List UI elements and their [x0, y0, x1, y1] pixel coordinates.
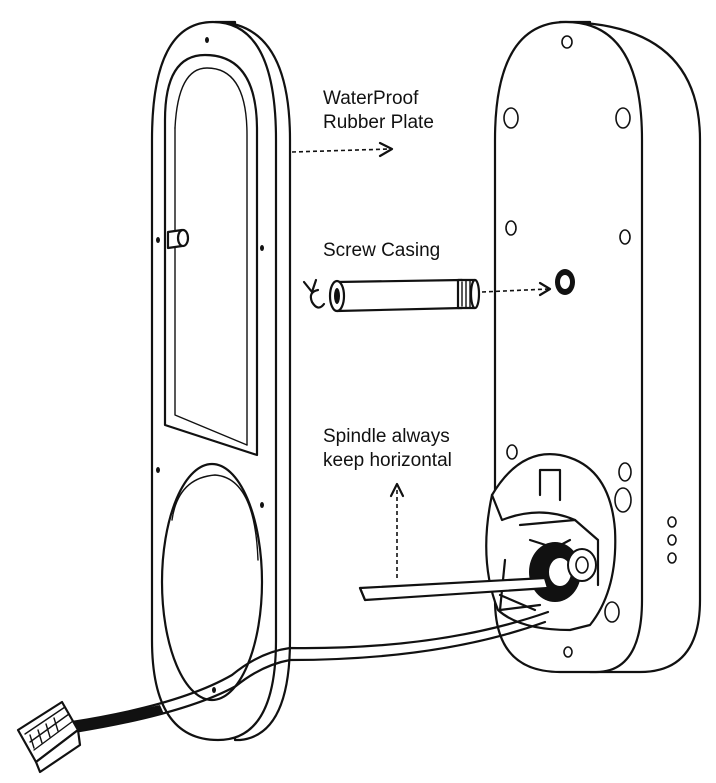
rubber-plate-frame	[150, 20, 292, 742]
spindle-arrow	[389, 482, 405, 578]
cable-connector	[16, 700, 82, 774]
frame-stud	[166, 228, 190, 250]
clutch-mechanism	[485, 453, 617, 632]
mounting-holes	[503, 35, 632, 658]
side-holes	[667, 516, 677, 564]
label-screw-casing: Screw Casing	[323, 240, 440, 261]
spindle-bar	[358, 576, 550, 602]
label-spindle-line2: keep horizontal	[323, 450, 452, 471]
frame-pins	[156, 37, 264, 693]
screw-casing	[302, 278, 481, 313]
screw-casing-arrow	[481, 281, 552, 297]
screw-receiving-hole	[555, 269, 575, 295]
label-rubber-plate-line2: Rubber Plate	[323, 112, 434, 133]
label-spindle-line1: Spindle always	[323, 426, 450, 447]
label-rubber-plate-line1: WaterProof	[323, 88, 419, 109]
rotate-arrow-icon	[302, 278, 326, 309]
rubber-plate-arrow	[291, 141, 394, 158]
wiring-cable	[70, 610, 550, 734]
